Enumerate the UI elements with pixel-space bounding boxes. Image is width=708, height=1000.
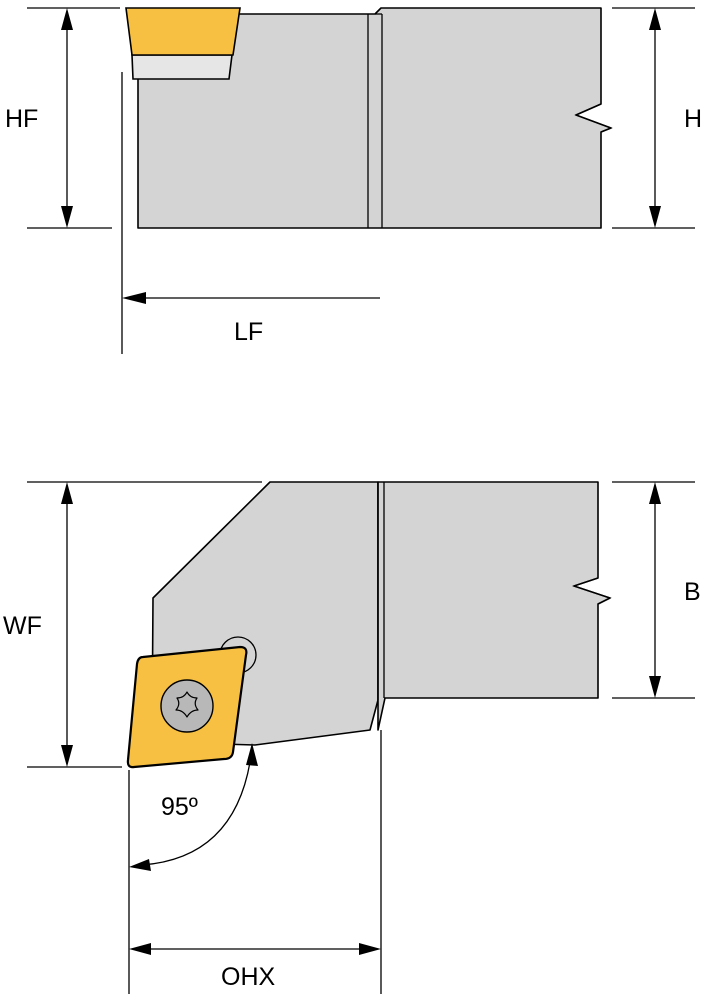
angle-label: 95º xyxy=(161,793,198,821)
angle-arrow-left xyxy=(129,859,151,871)
wf-arrow-top xyxy=(61,482,73,504)
hf-arrow-bottom xyxy=(61,206,73,228)
b-label: B xyxy=(684,578,701,606)
side-view-break-mark xyxy=(574,103,613,133)
h-arrow-bottom xyxy=(649,206,661,228)
torx-socket xyxy=(175,691,199,718)
ohx-arrow-right xyxy=(359,943,381,955)
wf-arrow-bottom xyxy=(61,745,73,767)
side-view: HF H LF xyxy=(5,7,702,354)
hf-arrow-top xyxy=(61,8,73,30)
side-view-insert-seat xyxy=(131,54,233,80)
wf-label: WF xyxy=(3,612,42,640)
angle-arc xyxy=(141,755,252,866)
top-view: WF B 95º OHX xyxy=(3,481,701,994)
lf-arrow-left xyxy=(122,292,146,304)
lf-label: LF xyxy=(234,318,263,346)
side-view-insert xyxy=(125,7,241,56)
h-arrow-top xyxy=(649,8,661,30)
ohx-label: OHX xyxy=(221,963,276,991)
ohx-arrow-left xyxy=(129,943,151,955)
top-view-holder-shank xyxy=(377,481,611,731)
hf-label: HF xyxy=(5,105,38,133)
angle-arrow-right xyxy=(246,743,258,766)
b-arrow-bottom xyxy=(649,676,661,698)
top-view-break-mark xyxy=(571,577,612,605)
h-label: H xyxy=(684,105,702,133)
b-arrow-top xyxy=(649,482,661,504)
